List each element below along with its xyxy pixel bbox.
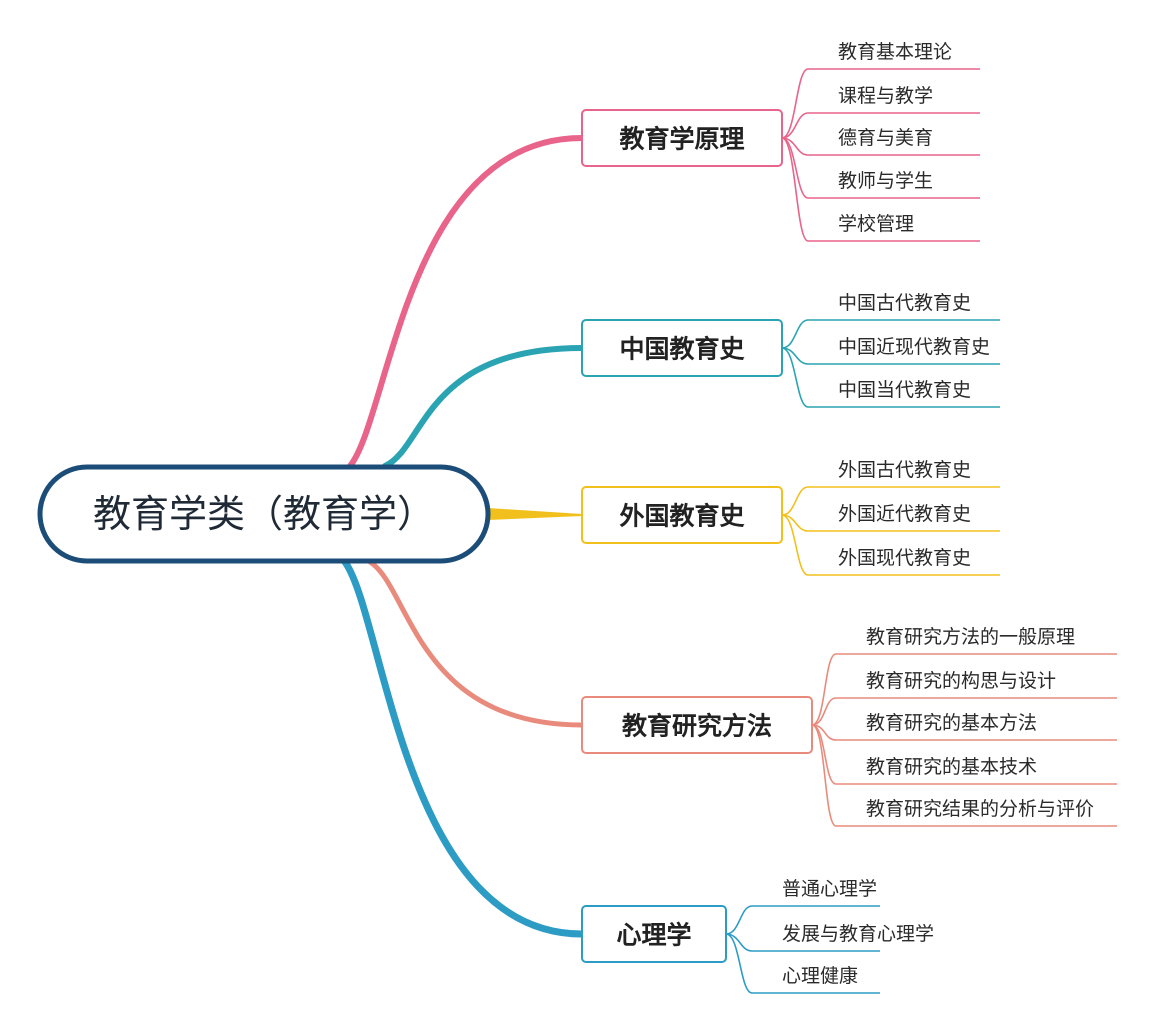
- branch-label: 教育学原理: [619, 125, 744, 154]
- leaf-connector: [781, 514, 1000, 576]
- branch-label: 心理学: [616, 921, 691, 950]
- leaf-connector: [725, 905, 880, 935]
- leaf-label: 外国古代教育史: [838, 459, 971, 481]
- leaf-label: 心理健康: [782, 965, 858, 987]
- leaf-label: 教育研究的基本技术: [866, 756, 1037, 778]
- branch-label: 教育研究方法: [622, 712, 772, 741]
- branch-label: 中国教育史: [619, 335, 745, 364]
- leaf-label: 课程与教学: [838, 85, 933, 107]
- branch-node: [581, 696, 813, 754]
- leaf-connector: [781, 319, 1000, 349]
- branch-connector: [367, 559, 585, 728]
- leaf-connector: [781, 68, 980, 139]
- branch-label: 外国教育史: [619, 502, 745, 531]
- branch-node: [581, 905, 727, 963]
- leaf-connector: [781, 514, 1000, 532]
- leaf-label: 外国现代教育史: [838, 547, 971, 569]
- branch-connector: [341, 558, 586, 938]
- branch-connector: [488, 508, 582, 520]
- leaf-connector: [725, 933, 880, 952]
- leaf-connector: [811, 724, 1117, 741]
- leaf-label: 教育基本理论: [838, 41, 952, 63]
- branch-connector: [382, 345, 585, 469]
- leaf-label: 教育研究结果的分析与评价: [866, 798, 1094, 820]
- branch-node: [581, 109, 783, 167]
- root-label: 教育学类（教育学）: [93, 492, 435, 536]
- leaf-connector: [811, 697, 1117, 726]
- leaf-label: 中国古代教育史: [838, 292, 971, 314]
- leaf-label: 中国当代教育史: [838, 379, 971, 401]
- branch-node: [581, 319, 783, 377]
- leaf-label: 中国近现代教育史: [838, 336, 990, 358]
- leaf-label: 外国近代教育史: [838, 503, 971, 525]
- leaf-label: 教育研究的基本方法: [866, 712, 1037, 734]
- branch-node: [581, 486, 783, 544]
- leaf-label: 德育与美育: [838, 127, 933, 149]
- leaf-label: 发展与教育心理学: [782, 923, 934, 945]
- leaf-label: 学校管理: [838, 213, 914, 235]
- leaf-label: 教育研究的构思与设计: [866, 670, 1056, 692]
- leaf-connector: [781, 137, 980, 156]
- leaf-label: 普通心理学: [782, 878, 877, 900]
- leaf-connector: [725, 933, 880, 994]
- leaf-connector: [811, 653, 1117, 726]
- leaf-label: 教育研究方法的一般原理: [866, 626, 1075, 648]
- leaf-connector: [781, 486, 1000, 516]
- leaf-connector: [811, 724, 1117, 827]
- branch-connector: [347, 135, 585, 469]
- leaf-connector: [781, 347, 1000, 408]
- root-node: [37, 464, 491, 564]
- leaf-label: 教师与学生: [838, 170, 933, 192]
- leaf-connector: [781, 347, 1000, 365]
- leaf-connector: [781, 112, 980, 139]
- leaf-connector: [781, 137, 980, 242]
